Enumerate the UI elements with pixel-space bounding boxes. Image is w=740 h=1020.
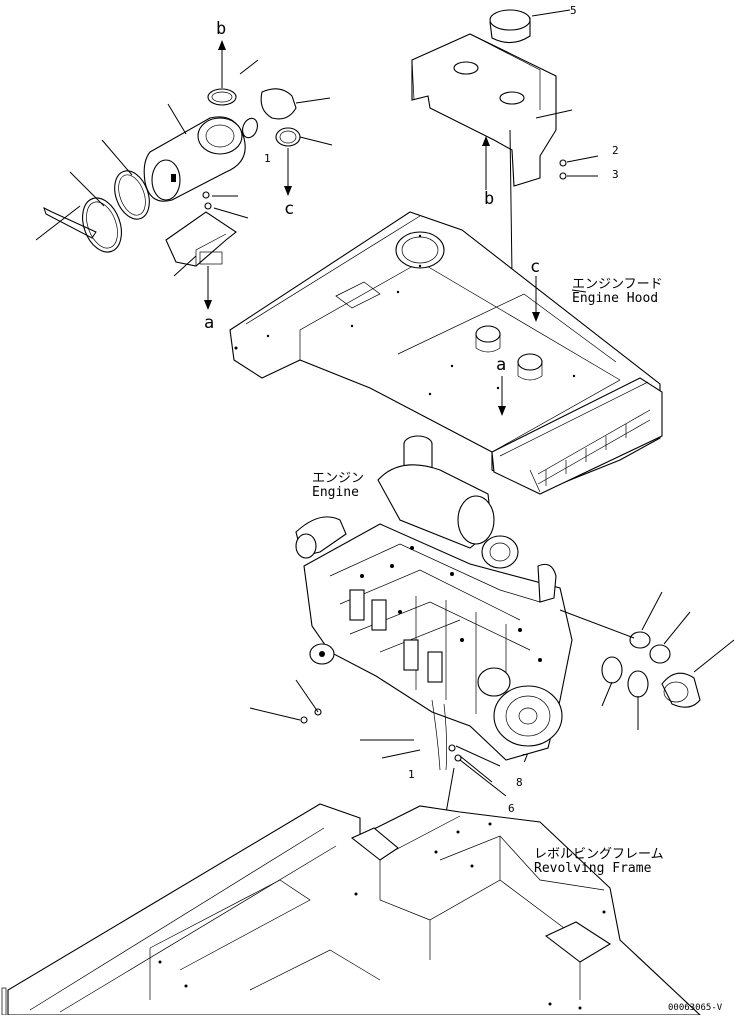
- muffler-cover-assembly: [411, 9, 599, 421]
- engine-hood: [229, 211, 663, 495]
- item-number-7: 7: [522, 752, 529, 765]
- item-number-1-upper: 1: [264, 152, 271, 165]
- drawing-code: 00063065-V: [668, 1003, 723, 1013]
- callout-b-right: b: [484, 189, 494, 209]
- callout-a-hood: a: [496, 355, 506, 375]
- revolving-frame: [1, 803, 702, 1016]
- item-number-1-lower: 1: [408, 768, 415, 781]
- item-number-2: 2: [612, 144, 619, 157]
- engine-hood-label-en: Engine Hood: [572, 291, 658, 306]
- callout-c-hood: c: [530, 257, 540, 277]
- item-number-3: 3: [612, 168, 619, 181]
- callout-b-left: b: [216, 19, 226, 39]
- item-number-8: 8: [516, 776, 523, 789]
- air-cleaner-assembly: [35, 40, 333, 310]
- item-number-6: 6: [508, 802, 515, 815]
- frame-label-en: Revolving Frame: [534, 861, 652, 876]
- callout-c-left: c: [284, 199, 294, 219]
- engine-label-jp: エンジン: [312, 471, 364, 486]
- item-number-5: 5: [570, 4, 577, 17]
- frame-label-jp: レボルビングフレーム: [534, 847, 664, 862]
- engine-hood-label-jp: エンジンフード: [572, 277, 663, 292]
- engine-label-en: Engine: [312, 485, 359, 500]
- engine-assembly: [249, 435, 735, 1005]
- callout-a-left: a: [204, 313, 214, 333]
